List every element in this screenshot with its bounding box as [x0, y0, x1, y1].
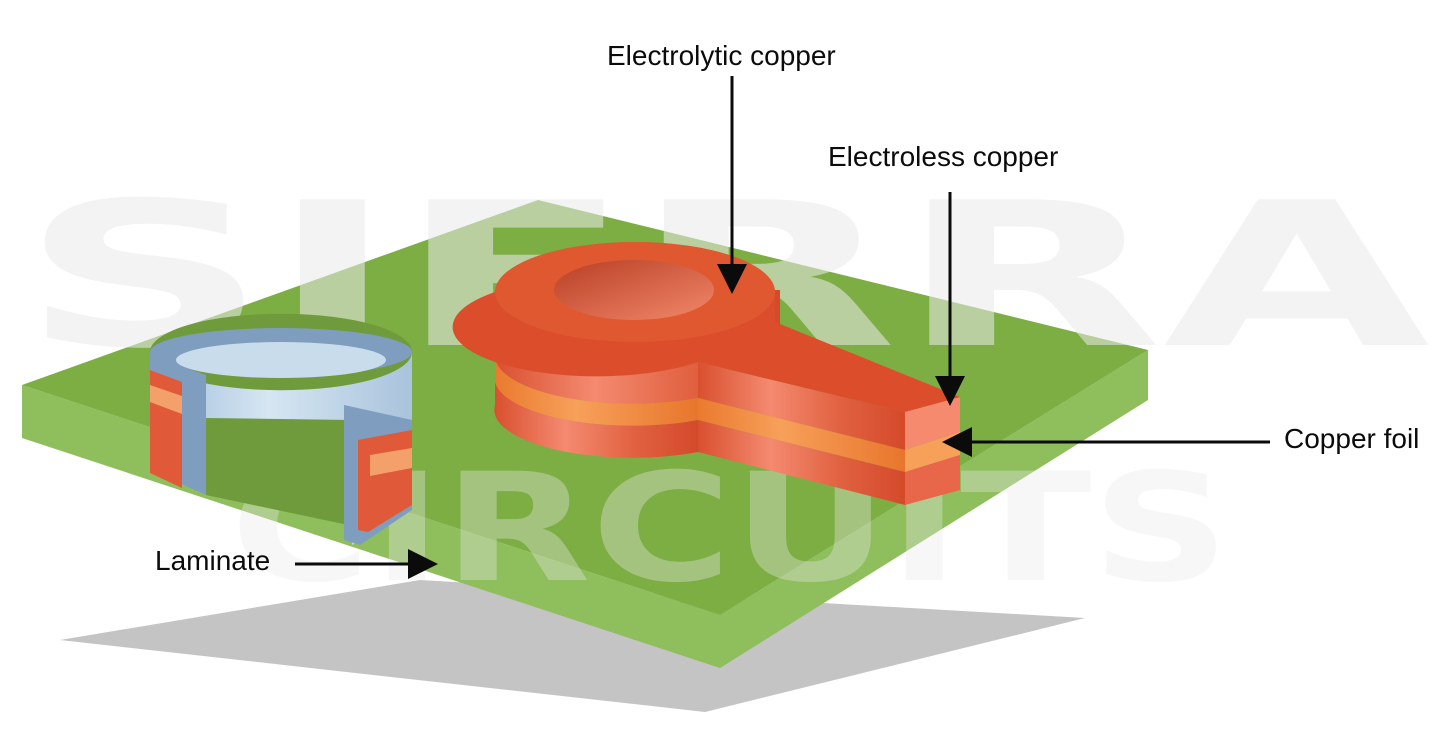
copper-pad-and-trace	[452, 242, 960, 505]
pad-wall-foil-layer	[495, 358, 698, 426]
label-electroless-copper: Electroless copper	[828, 141, 1058, 172]
hole-right-foil	[370, 448, 412, 476]
pad-hole	[554, 260, 714, 320]
plated-through-hole	[150, 313, 412, 545]
trace-end-bottom	[905, 455, 960, 505]
trace-front-bottom-layer	[698, 420, 905, 505]
board-shadow	[60, 580, 1085, 712]
laminate-right-side	[720, 350, 1148, 668]
barrel-rim-inner	[176, 342, 386, 378]
label-copper-foil: Copper foil	[1284, 423, 1419, 454]
label-laminate: Laminate	[155, 545, 270, 576]
trace-end-top	[905, 397, 960, 450]
trace-front-top-layer	[698, 362, 905, 450]
pad-wall-bottom-layer	[494, 382, 698, 458]
barrel-wall	[150, 352, 412, 545]
trace-front-foil-layer	[698, 398, 905, 472]
label-electrolytic-copper: Electrolytic copper	[607, 40, 836, 71]
hole-left-foil	[150, 385, 182, 414]
